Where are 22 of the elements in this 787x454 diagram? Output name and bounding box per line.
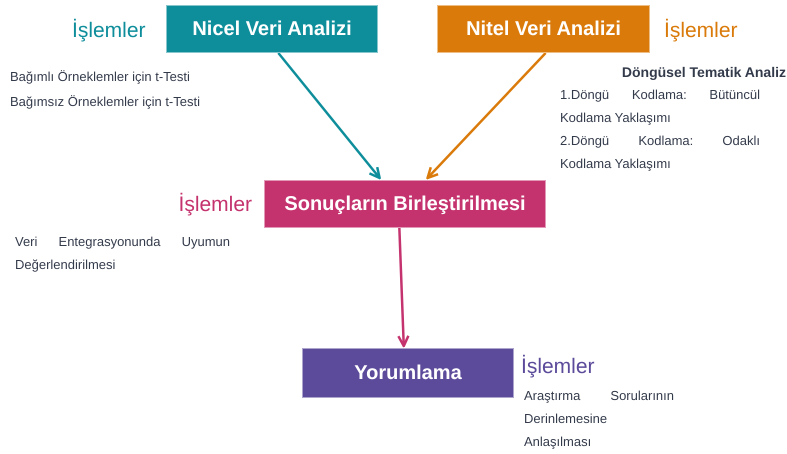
list-item: Bağımlı Örneklemler için t-Testi xyxy=(10,68,191,86)
box-title: Nitel Veri Analizi xyxy=(466,18,621,40)
list-heading: Döngüsel Tematik Analiz xyxy=(620,63,786,82)
list-item: Veri Entegrasyonunda Uyumun Değerlendirilmesi xyxy=(15,233,230,274)
process-box xyxy=(302,348,514,398)
box-title: Sonuçların Birleştirilmesi xyxy=(284,192,526,216)
box-title: Nicel Veri Analizi xyxy=(192,18,352,40)
arrow xyxy=(397,228,410,348)
process-box xyxy=(437,5,650,53)
process-box xyxy=(264,180,546,228)
arrow xyxy=(277,52,381,180)
list-item: Bağımsız Örneklemler için t-Testi xyxy=(10,93,201,111)
list-item: 1.Döngü Kodlama: Bütüncül Kodlama Yaklaşımı xyxy=(560,86,760,127)
section-heading: İşlemler xyxy=(177,192,252,218)
section-heading: İşlemler xyxy=(521,354,596,380)
section-heading: İşlemler xyxy=(72,18,147,44)
arrow xyxy=(426,52,547,180)
process-box xyxy=(166,5,378,53)
list-item: Araştırma Sorularının Derinlemesine Anlaşılması xyxy=(524,387,674,451)
section-heading: İşlemler xyxy=(664,18,739,44)
list-item: 2.Döngü Kodlama: Odaklı Kodlama Yaklaşımı xyxy=(560,132,760,173)
box-title: Yorumlama xyxy=(354,362,462,384)
